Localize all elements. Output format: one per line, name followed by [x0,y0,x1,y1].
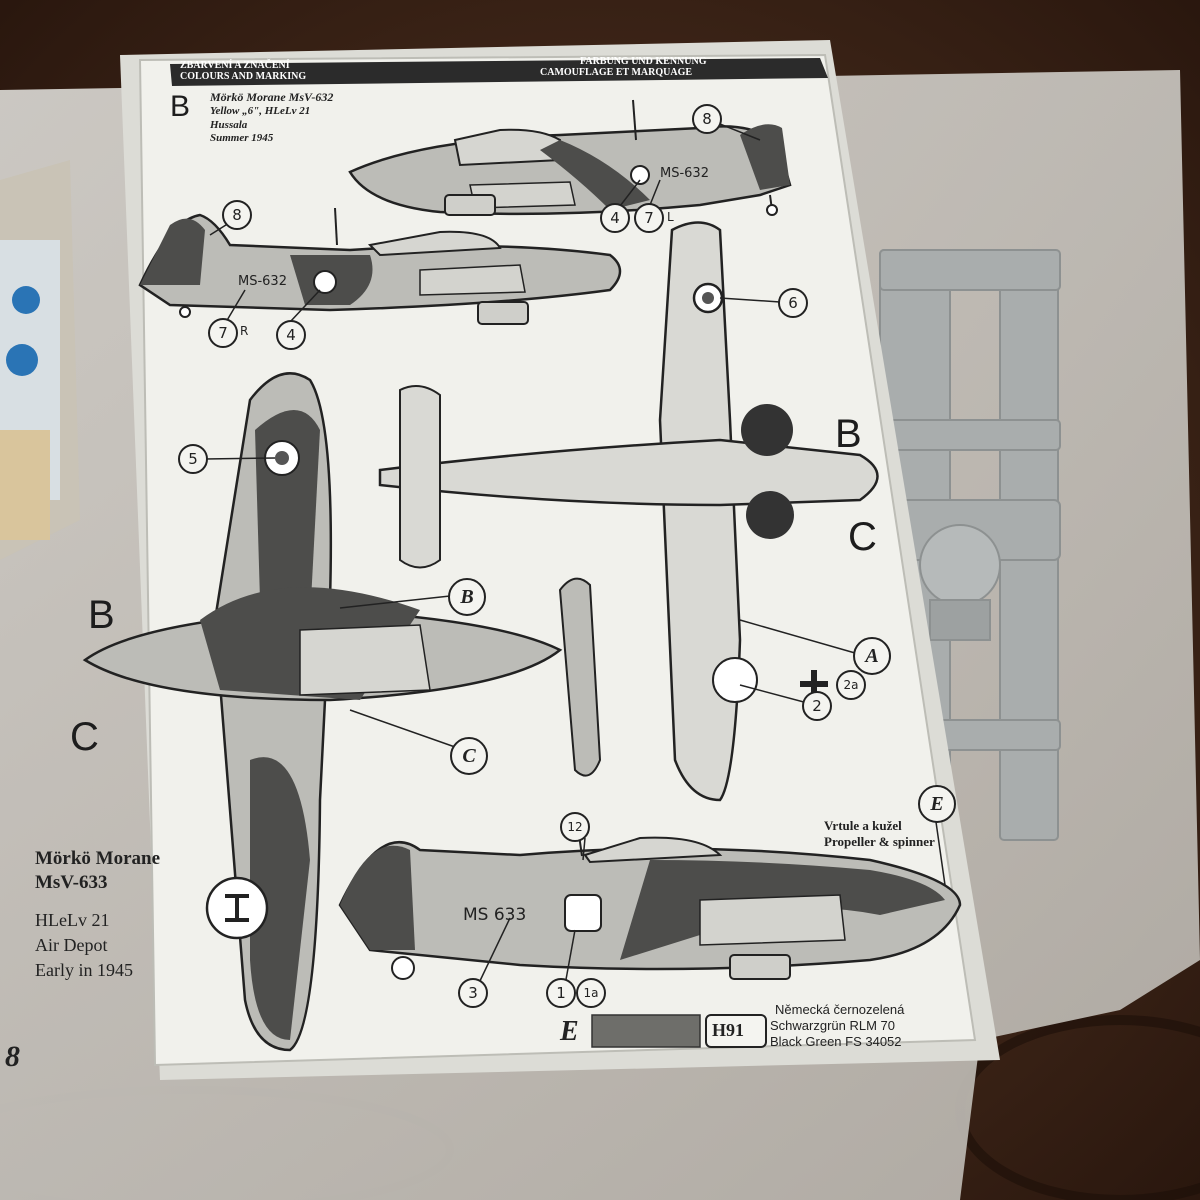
bottom-view-aircraft [378,221,879,802]
paint-name-de: Schwarzgrün RLM 70 [770,1018,895,1033]
variant-c-title-1: Mörkö Morane [35,848,161,869]
callout-4-middle: 4 [276,320,306,350]
propeller-note-2: Propeller & spinner [824,834,935,849]
variant-b-letter: B [170,90,191,123]
variant-b-line2: Hussala [210,119,248,131]
callout-letter-a: A [853,637,891,675]
paint-name-en: Black Green FS 34052 [770,1034,902,1049]
callout-7-right: 7 [208,318,238,348]
paint-code: H91 [712,1020,745,1040]
callout-1a: 1a [576,978,606,1008]
header-right-1: FARBUNG UND KENNUNG [580,56,707,67]
top-view-aircraft [82,372,602,1052]
callout-3: 3 [458,978,488,1008]
header-left-1: ZBARVENÍ A ZNAČENÍ [180,60,290,71]
paint-letter: E [560,1016,579,1047]
header-left-2: COLOURS AND MARKING [180,71,307,82]
header-right-2: CAMOUFLAGE ET MARQUAGE [540,67,693,78]
decal-roundel [12,286,40,314]
propeller-note-1: Vrtule a kužel [824,818,902,833]
serial-b-middle: MS-632 [238,274,287,289]
callout-8-upper: 8 [692,104,722,134]
serial-b-upper: MS-632 [660,166,709,181]
paint-code-box [705,1014,767,1048]
variant-b-line3: Summer 1945 [210,132,274,144]
view-letter-c-left: C [70,715,99,759]
serial-c: MS 633 [463,905,527,925]
variant-c-line2: Air Depot [35,935,108,955]
callout-8-middle: 8 [222,200,252,230]
callout-2: 2 [802,691,832,721]
callout-4-upper: 4 [600,203,630,233]
side-view-lower [338,827,962,980]
page-number: 8 [5,1040,20,1073]
callout-2a: 2a [836,670,866,700]
variant-c-line3: Early in 1945 [35,960,133,980]
variant-c-title-2: MsV-633 [35,872,108,893]
callout-letter-b: B [448,578,486,616]
callout-letter-e: E [918,785,956,823]
variant-b-title: Mörkö Morane MsV-632 [210,90,334,104]
callout-7-right-suffix: R [240,324,249,338]
callout-12: 12 [560,812,590,842]
side-view-upper [348,99,792,216]
header-banner [170,58,828,86]
view-letter-b-left: B [88,593,115,637]
callout-7-left: 7 [634,203,664,233]
paint-name-cz: Německá černozelená [775,1002,905,1017]
view-letter-b-right: B [835,412,862,456]
decal-roundel [6,344,38,376]
variant-c-line1: HLeLv 21 [35,910,110,930]
callout-5: 5 [178,444,208,474]
callout-1: 1 [546,978,576,1008]
callout-7-left-suffix: L [667,210,674,224]
side-view-middle [138,207,622,325]
view-letter-c-right: C [848,515,877,559]
callout-6: 6 [778,288,808,318]
callout-letter-c: C [450,737,488,775]
paint-swatch [591,1014,701,1048]
decal-tan [0,430,50,540]
variant-b-line1: Yellow „6", HLeLv 21 [210,105,311,117]
